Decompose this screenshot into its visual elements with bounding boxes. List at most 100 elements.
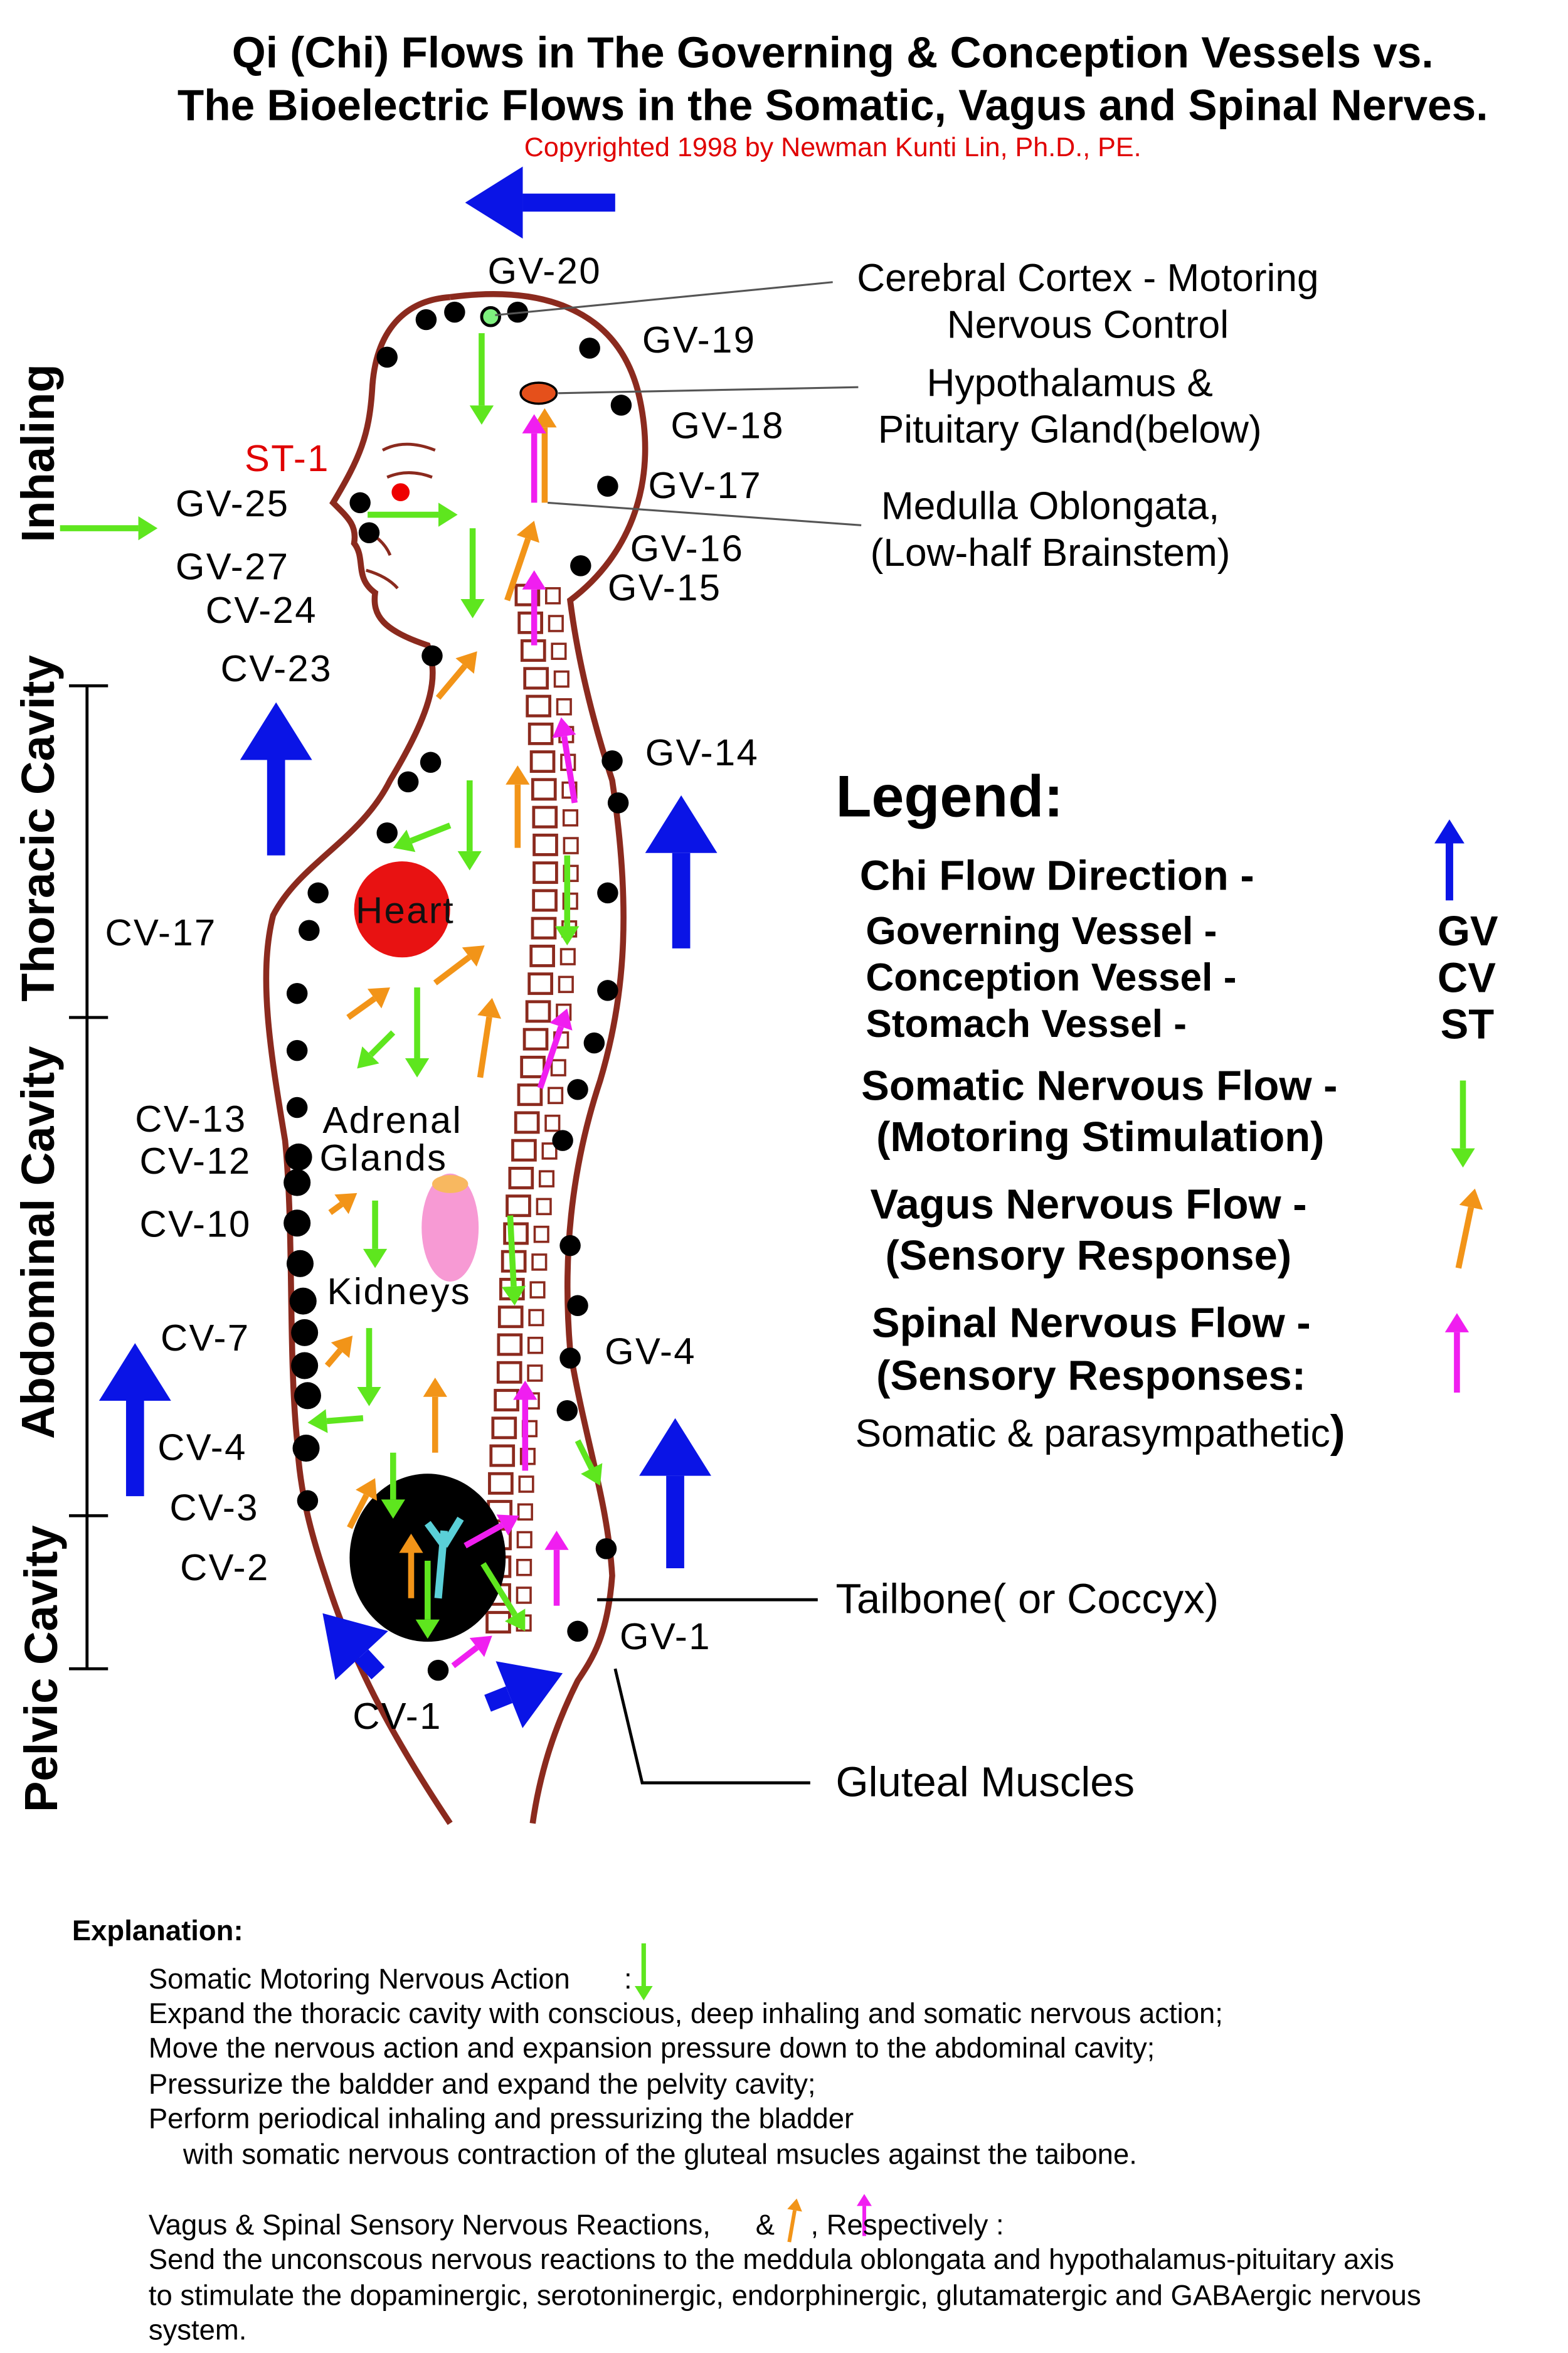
- coccyx-sprout: [424, 1516, 464, 1599]
- callout-medulla-2: (Low-half Brainstem): [870, 529, 1231, 575]
- explanation-line: Expand the thoracic cavity with consciou…: [148, 1999, 1223, 2031]
- vertebra: [503, 1222, 529, 1245]
- vertebra: [523, 667, 549, 690]
- vertebra-process: [516, 1559, 532, 1576]
- point-gv27: GV-27: [175, 546, 290, 588]
- callout-hypo-1: Hypothalamus &: [926, 360, 1213, 405]
- st1-red-point: [391, 483, 410, 502]
- somatic-colon: :: [623, 1964, 632, 1996]
- copyright: Copyrighted 1998 by Newman Kunti Lin, Ph…: [524, 132, 1142, 162]
- acupoint-dot: [307, 882, 329, 904]
- acupoint-dot: [291, 1352, 319, 1379]
- organ-heart: Heart: [355, 890, 455, 932]
- flow-arrows: [60, 166, 1483, 2243]
- vagus-arrow-icon-head: [506, 765, 530, 785]
- legend-chi-arrow-icon-head: [1434, 819, 1465, 844]
- vagus-arrow-icon: [324, 1348, 343, 1368]
- vertebra: [506, 1194, 531, 1218]
- vertebra: [511, 1139, 537, 1162]
- point-gv25: GV-25: [175, 483, 290, 526]
- acupoint-dot: [286, 1097, 308, 1118]
- chi-arrow-icon-head: [322, 1613, 388, 1681]
- acupoint-dot: [283, 1169, 311, 1196]
- vagus-arrow-icon-head: [356, 1478, 378, 1501]
- organ-adrenal: Adrenal: [322, 1100, 463, 1142]
- vertebra-process: [536, 1198, 552, 1216]
- vagus-arrow-icon-head: [367, 987, 390, 1009]
- inline-vagus-arrow-icon-head: [787, 2198, 802, 2212]
- spinal-arrow-icon-head: [522, 414, 546, 433]
- title-line-1: Qi (Chi) Flows in The Governing & Concep…: [231, 29, 1434, 78]
- vertebra: [532, 805, 558, 829]
- somatic-arrow-icon-head: [460, 599, 485, 619]
- vertebra: [526, 694, 551, 718]
- vertebra: [520, 1055, 546, 1078]
- chi-arrow-icon-head: [495, 1661, 563, 1728]
- acupoint-dot: [420, 752, 442, 773]
- vertebra: [532, 833, 558, 856]
- vagus-arrow-icon-head: [399, 1533, 423, 1553]
- point-st1: ST-1: [244, 438, 330, 481]
- legend-vagus-2: (Sensory Response): [885, 1232, 1292, 1279]
- acupoint-dot: [291, 1319, 319, 1346]
- vertebra-process: [558, 975, 574, 994]
- explanation-line: Move the nervous action and expansion pr…: [148, 2033, 1155, 2065]
- inline-somatic-arrow-icon-head: [634, 1985, 653, 2000]
- gv20-green-point: [480, 306, 502, 327]
- acupoint-dot: [294, 1382, 321, 1410]
- acupoint-dot: [358, 522, 380, 544]
- acupoint-dot: [299, 920, 320, 941]
- point-gv4: GV-4: [605, 1331, 696, 1373]
- acupoint-dot: [289, 1287, 317, 1315]
- callout-cortex-1: Cerebral Cortex - Motoring: [857, 255, 1319, 300]
- vertebra: [527, 722, 554, 745]
- body-outline-back: [450, 291, 649, 1824]
- vagus-arrow-icon-head: [477, 997, 502, 1019]
- organ-kidneys: Kidneys: [327, 1271, 472, 1314]
- vertebra-process: [545, 587, 561, 605]
- somatic-arrow-icon-head: [363, 1248, 388, 1268]
- legend-gv-abbr: GV: [1437, 908, 1498, 955]
- spinal-arrow-icon-head: [544, 1531, 569, 1550]
- legend-spinal-3-text: Somatic & parasympathetic: [855, 1410, 1330, 1456]
- vertebra: [488, 1472, 514, 1495]
- vertebra: [532, 889, 558, 912]
- somatic-head-text: Somatic Motoring Nervous Action: [148, 1964, 570, 1996]
- acupoint-dot: [552, 1130, 573, 1151]
- somatic-arrow-icon-head: [357, 1046, 379, 1069]
- point-cv23: CV-23: [220, 648, 332, 691]
- acupoint-dot: [607, 792, 629, 814]
- point-gv16: GV-16: [630, 528, 744, 571]
- vertebra-process: [548, 1086, 564, 1105]
- vertebra-process: [541, 1142, 558, 1160]
- region-abdominal: Abdominal Cavity: [12, 1046, 65, 1440]
- acupoint-dot: [297, 1490, 319, 1512]
- legend-somatic-arrow-icon-head: [1451, 1148, 1475, 1168]
- amp: &: [755, 2210, 775, 2243]
- somatic-arrow-icon-head: [415, 1619, 440, 1639]
- vagus-arrow-icon-head: [462, 945, 485, 967]
- somatic-arrow-icon-head: [501, 1285, 526, 1306]
- legend-spinal-arrow-icon-head: [1444, 1313, 1470, 1332]
- callout-hypo-2: Pituitary Gland(below): [877, 406, 1262, 452]
- somatic-arrow-icon-head: [504, 1608, 526, 1632]
- vagus-arrow-icon: [347, 1494, 369, 1529]
- vertebra-process: [563, 864, 579, 883]
- explanation-line: to stimulate the dopaminergic, serotonin…: [148, 2281, 1421, 2313]
- vertebra-process: [517, 1503, 533, 1521]
- acupoint-dot: [397, 771, 419, 793]
- explanation-heading: Explanation:: [72, 1916, 243, 1948]
- point-cv1: CV-1: [352, 1696, 442, 1738]
- vertebra: [485, 1611, 511, 1634]
- somatic-arrow-icon-head: [393, 829, 416, 852]
- vertebra-process: [559, 948, 576, 965]
- vertebra-process: [527, 1364, 543, 1382]
- point-cv10: CV-10: [139, 1203, 252, 1246]
- acupoint-dot: [595, 1538, 617, 1559]
- explanation-line: with somatic nervous contraction of the …: [183, 2140, 1137, 2172]
- somatic-arrow-icon-head: [555, 926, 580, 946]
- somatic-arrow-icon-head: [581, 1463, 603, 1486]
- acupoint-dot: [597, 475, 618, 497]
- callout-medulla-1: Medulla Oblongata,: [881, 483, 1220, 529]
- acupoint-dot: [286, 1039, 308, 1061]
